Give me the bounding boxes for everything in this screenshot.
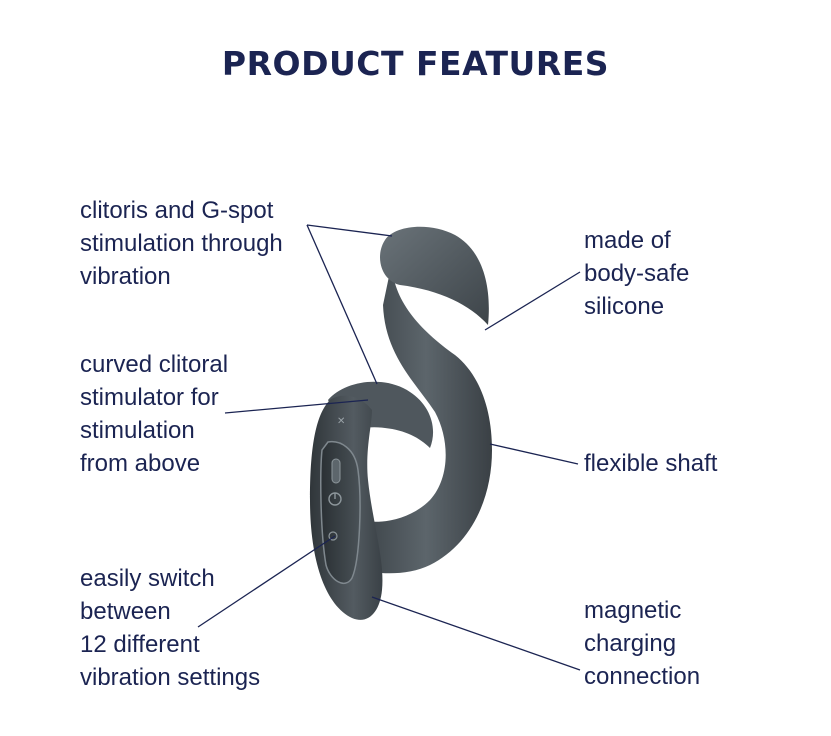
feature-line: from above [80, 450, 201, 477]
page-title: PRODUCT FEATURES [221, 44, 610, 83]
feature-line: stimulator for [80, 384, 219, 411]
feature-label-clitoris-gspot: clitoris and G-spot stimulation through … [80, 194, 283, 293]
feature-label-vibration-settings: easily switch between 12 different vibra… [80, 562, 260, 694]
product-shaft [360, 262, 492, 574]
feature-line: clitoris and G-spot [80, 197, 274, 224]
feature-line: flexible shaft [584, 450, 718, 477]
feature-line: easily switch [80, 565, 215, 592]
leader-line-switch [197, 535, 336, 628]
feature-label-flexible-shaft: flexible shaft [584, 447, 717, 480]
leader-line-shaft [489, 443, 579, 465]
feature-line: connection [584, 663, 701, 690]
feature-label-curved-stimulator: curved clitoral stimulator for stimulati… [80, 348, 228, 480]
feature-line: magnetic [584, 597, 682, 624]
mode-button-icon [328, 531, 338, 541]
feature-line: vibration [80, 263, 171, 290]
leader-line-magnetic [371, 596, 581, 671]
product-control-panel [320, 440, 361, 584]
feature-line: 12 different [80, 631, 200, 658]
leader-line-silicone [484, 271, 581, 331]
feature-label-body-safe: made of body-safe silicone [584, 224, 689, 323]
leader-line-clitoris-arm [306, 224, 378, 385]
feature-line: between [80, 598, 171, 625]
feature-line: stimulation [80, 417, 195, 444]
feature-line: vibration settings [80, 664, 261, 691]
feature-line: body-safe [584, 260, 690, 287]
leader-line-clitoris-head [306, 224, 393, 237]
leader-lines [197, 224, 581, 671]
plus-button-icon [331, 458, 341, 484]
feature-line: curved clitoral [80, 351, 229, 378]
feature-line: made of [584, 227, 671, 254]
feature-line: charging [584, 630, 677, 657]
feature-label-magnetic-charging: magnetic charging connection [584, 594, 700, 693]
feature-line: silicone [584, 293, 665, 320]
leader-line-curved [224, 399, 369, 414]
feature-line: stimulation through [80, 230, 283, 257]
product-shaft-head [380, 226, 489, 325]
brand-logo-icon: ✕ [337, 416, 345, 427]
